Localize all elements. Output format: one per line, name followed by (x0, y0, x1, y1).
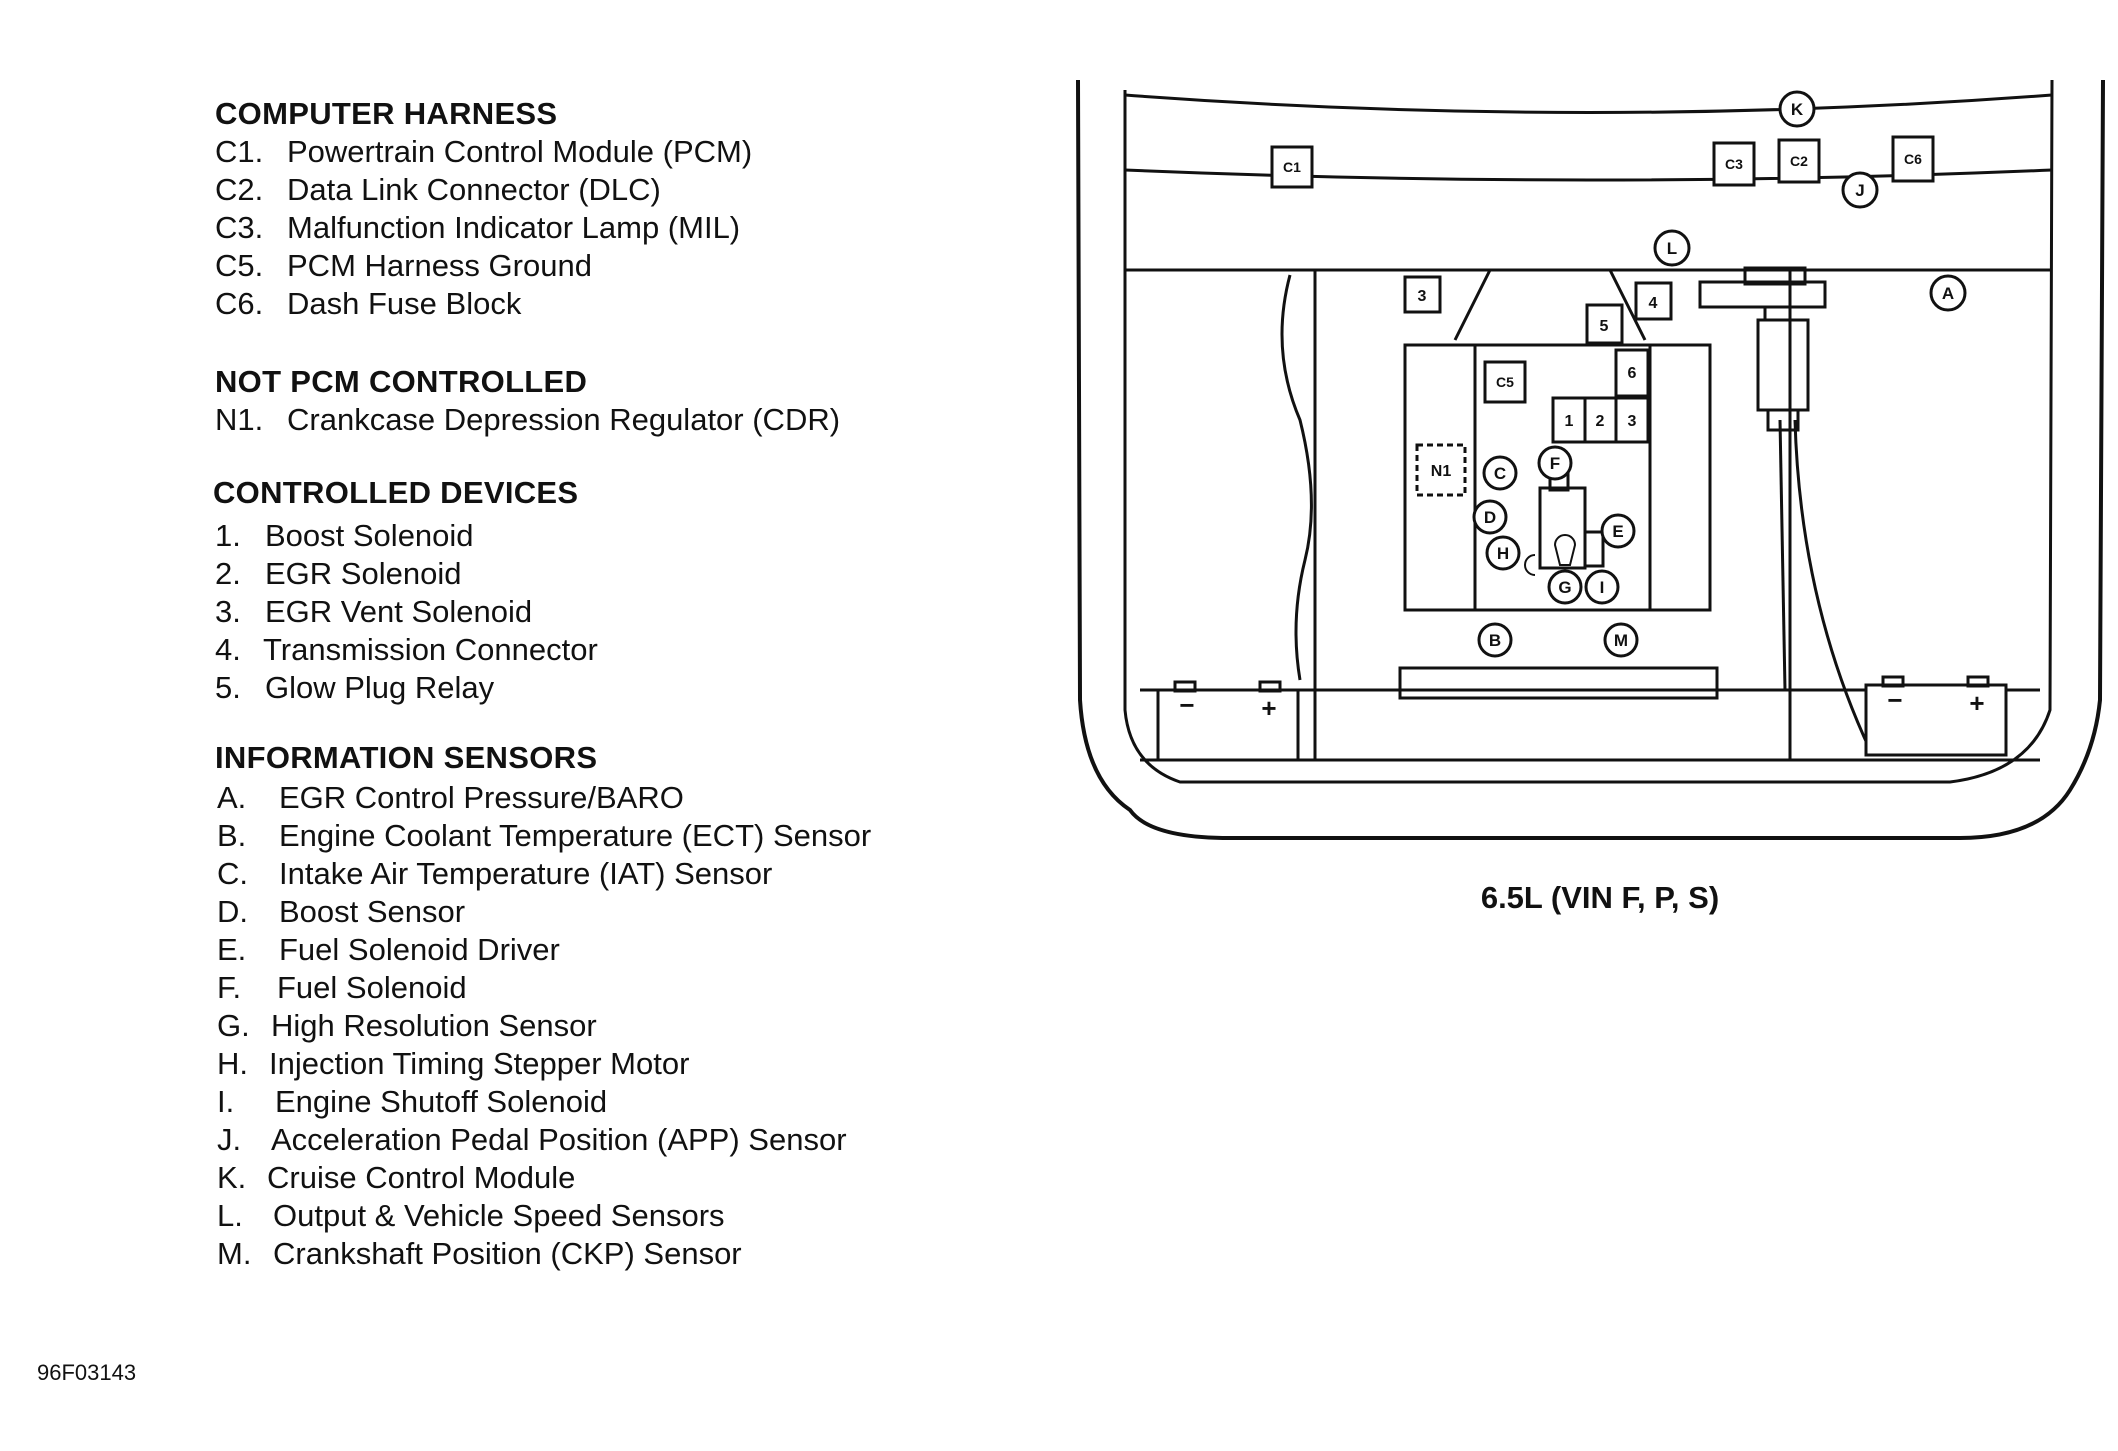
callout-b: B (1489, 631, 1501, 650)
figure-id: 96F03143 (37, 1360, 137, 1385)
callout-4: 4 (1649, 295, 1658, 312)
legend-item: 3.EGR Vent Solenoid (215, 594, 533, 629)
legend-item: K.Cruise Control Module (217, 1160, 576, 1195)
diagram-caption: 6.5L (VIN F, P, S) (1480, 880, 1720, 915)
callout-c2: C2 (1790, 153, 1808, 169)
callout-c3: C3 (1725, 156, 1743, 172)
legend-item: G.High Resolution Sensor (217, 1008, 597, 1043)
callout-5: 5 (1600, 318, 1609, 335)
battery-minus-label: − (1887, 685, 1902, 715)
battery-minus-label: − (1179, 690, 1194, 720)
callout-k: K (1791, 100, 1804, 119)
callout-e: E (1612, 522, 1623, 541)
not-pcm-controlled-title: NOT PCM CONTROLLED (215, 364, 588, 399)
computer-harness-title: COMPUTER HARNESS (215, 96, 558, 131)
engine-block (1403, 343, 1712, 612)
callout-1: 1 (1565, 413, 1574, 430)
legend-item: H.Injection Timing Stepper Motor (217, 1046, 690, 1081)
callout-a: A (1942, 284, 1954, 303)
callout-l: L (1667, 239, 1677, 258)
callout-m: M (1614, 631, 1628, 650)
information-sensors-title: INFORMATION SENSORS (215, 740, 598, 775)
legend-item: C.Intake Air Temperature (IAT) Sensor (217, 856, 773, 891)
legend-item: C6.Dash Fuse Block (215, 286, 522, 321)
legend-item: L.Output & Vehicle Speed Sensors (217, 1198, 725, 1233)
compartment-outline (1076, 79, 2105, 840)
legend-item: 5.Glow Plug Relay (215, 670, 495, 705)
callout-h: H (1497, 544, 1509, 563)
callout-c1: C1 (1283, 159, 1301, 175)
legend-item: N1.Crankcase Depression Regulator (CDR) (215, 402, 841, 437)
legend-item: 4.Transmission Connector (215, 632, 598, 667)
callout-c: C (1494, 464, 1506, 483)
inner-outline (1123, 79, 2054, 784)
cowl-curve-top (1124, 93, 2053, 114)
callout-d: D (1484, 508, 1496, 527)
intake-bar (1398, 666, 1719, 700)
legend-item: 1.Boost Solenoid (215, 518, 474, 553)
battery-plus-label: + (1969, 688, 1984, 718)
callout-c5: C5 (1496, 374, 1514, 390)
legend-item: C1.Powertrain Control Module (PCM) (215, 134, 753, 169)
legend: COMPUTER HARNESS C1.Powertrain Control M… (0, 0, 1000, 1451)
callout-g: G (1558, 578, 1571, 597)
engine-compartment-diagram: − + − + C1 C3 C2 C6 C5 N1 3 4 5 6 1 2 3 (1076, 79, 2105, 840)
battery-right: − + (1864, 675, 2008, 757)
callout-n1: N1 (1431, 463, 1452, 480)
legend-item: I.Engine Shutoff Solenoid (217, 1084, 608, 1119)
controlled-devices-title: CONTROLLED DEVICES (213, 475, 579, 510)
callout-c6: C6 (1904, 151, 1922, 167)
legend-item: M.Crankshaft Position (CKP) Sensor (217, 1236, 742, 1271)
legend-item: E.Fuel Solenoid Driver (217, 932, 560, 967)
callout-3: 3 (1628, 413, 1637, 430)
legend-item: 2.EGR Solenoid (215, 556, 462, 591)
legend-item: C5.PCM Harness Ground (215, 248, 592, 283)
legend-item: C3.Malfunction Indicator Lamp (MIL) (215, 210, 741, 245)
legend-item: C2.Data Link Connector (DLC) (215, 172, 661, 207)
legend-item: J.Acceleration Pedal Position (APP) Sens… (217, 1122, 847, 1157)
legend-item: A.EGR Control Pressure/BARO (217, 780, 684, 815)
legend-item: D.Boost Sensor (217, 894, 466, 929)
callout-i: I (1600, 578, 1605, 597)
callout-f: F (1550, 454, 1560, 473)
battery-left: − + (1156, 680, 1300, 762)
battery-plus-label: + (1261, 693, 1276, 723)
callout-3-top: 3 (1418, 288, 1427, 305)
callout-2: 2 (1596, 413, 1605, 430)
legend-item: B.Engine Coolant Temperature (ECT) Senso… (217, 818, 872, 853)
legend-item: F.Fuel Solenoid (217, 970, 467, 1005)
callout-j: J (1855, 181, 1864, 200)
callout-6: 6 (1628, 365, 1637, 382)
